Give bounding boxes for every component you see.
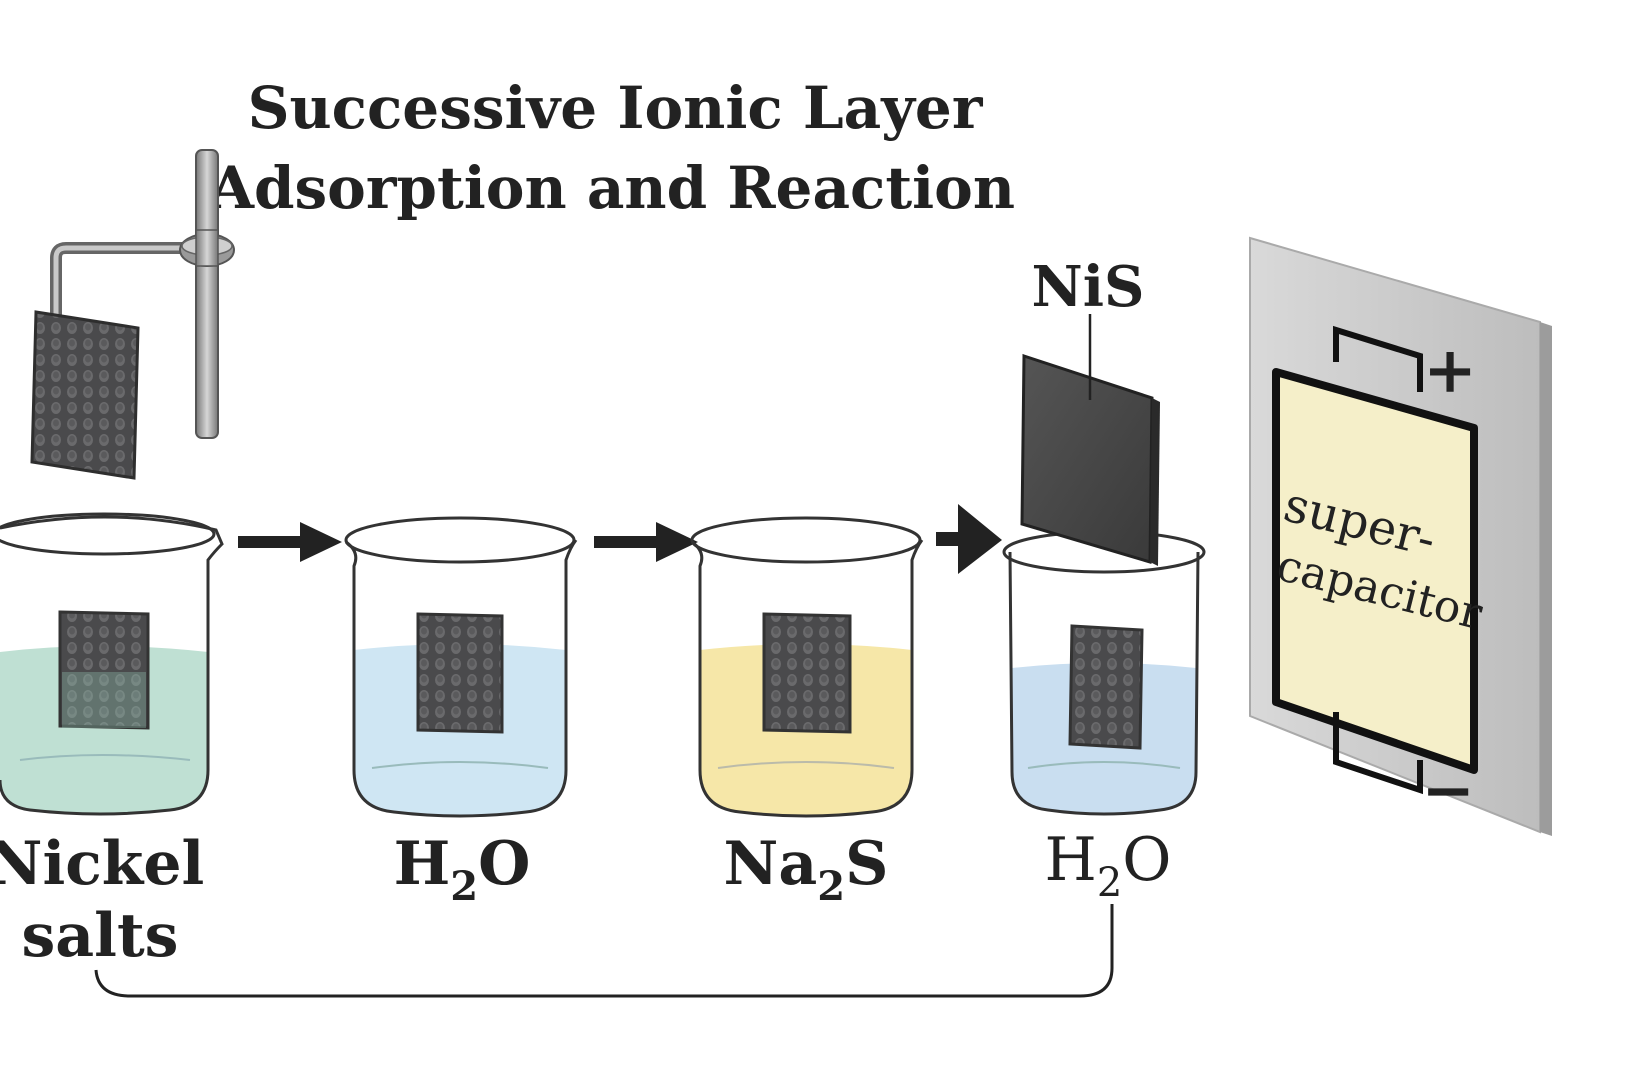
nis-label: NiS <box>1032 254 1145 320</box>
label-water-1-main: H <box>394 829 451 899</box>
beaker-sodium-sulfide <box>690 516 924 818</box>
beaker-nickel-salts <box>0 512 224 816</box>
label-na2s-tail: S <box>845 829 888 899</box>
label-water-1-sub: 2 <box>450 863 478 910</box>
arrow-right-icon <box>594 522 698 562</box>
label-water-2-main: H <box>1045 825 1097 895</box>
label-sodium-sulfide: Na2S <box>724 829 889 910</box>
electrode-icon <box>1068 624 1144 750</box>
label-water-1: H2O <box>394 829 531 910</box>
label-nickel-line2: salts <box>22 901 179 971</box>
electrode-icon <box>416 612 504 734</box>
electrode-icon <box>58 610 150 730</box>
diagram-title-line2: Adsorption and Reaction <box>208 154 1015 222</box>
positive-terminal-label: + <box>1423 333 1477 408</box>
label-water-1-tail: O <box>478 829 530 899</box>
arrow-right-icon <box>238 522 342 562</box>
supercapacitor-icon <box>1249 236 1552 836</box>
negative-terminal-label: − <box>1421 753 1475 828</box>
arrow-right-icon <box>936 504 1002 574</box>
diagram-title-line1: Successive Ionic Layer <box>248 74 984 142</box>
label-water-2-sub: 2 <box>1097 860 1122 906</box>
return-loop-arrow <box>94 904 1114 998</box>
retort-stand-icon <box>50 149 235 439</box>
beaker-water-2 <box>1002 530 1206 816</box>
label-water-2-tail: O <box>1122 825 1171 895</box>
label-nickel-line1: Nickel <box>0 829 204 899</box>
label-na2s-sub: 2 <box>817 863 845 910</box>
liquid-nickel-salts <box>0 646 208 814</box>
electrode-icon <box>762 612 852 734</box>
label-water-2: H2O <box>1045 825 1172 906</box>
label-na2s-main: Na <box>724 829 818 899</box>
supercapacitor-panel <box>1272 368 1478 774</box>
nis-plate-icon <box>1020 314 1160 566</box>
beaker-water-1 <box>344 516 578 818</box>
electrode-icon <box>30 310 140 480</box>
